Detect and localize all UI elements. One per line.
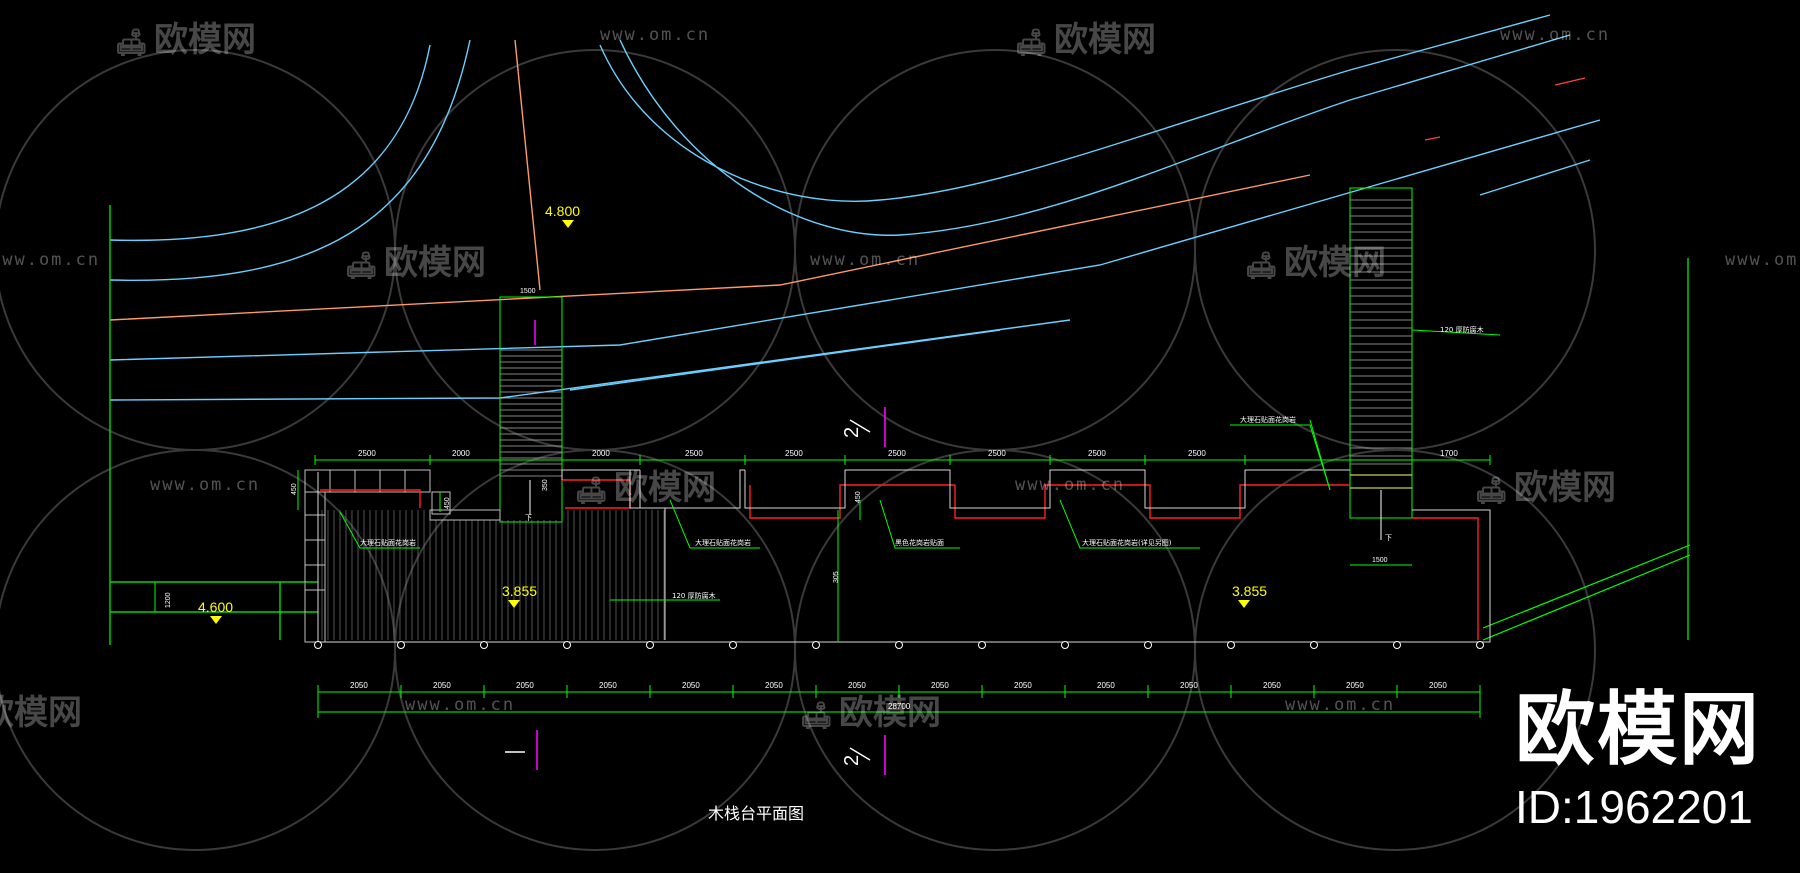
sofa-icon: 🛋 [575,476,609,506]
brand-id: ID:1962201 [1515,781,1753,833]
boundary-lines [109,205,1691,645]
material-notes: 大理石贴面花岗岩 120 厚防腐木 大理石贴面花岗岩 黑色花岗岩贴面 大理石贴面… [360,325,1484,600]
dim-text: 305 [833,571,840,583]
dim-text: 450 [855,491,862,503]
top-dims: 2500 2000 2000 2500 2500 2500 2500 2500 … [358,449,1458,458]
dim-text: 1500 [520,288,536,295]
level-markers [210,220,1250,624]
dim-text: 450 [291,483,298,495]
platform [304,469,1491,649]
watermark-logo-text: 欧模网 [0,693,82,733]
dim-text: 1200 [165,592,172,608]
dim-text: 2500 [988,449,1006,458]
note-text: 黑色花岗岩贴面 [895,538,944,547]
dim-text: 2050 [848,681,866,690]
level-label: 3.855 [502,583,537,599]
watermark-logo: 🛋欧模网 [345,235,486,284]
watermark-url: www.om.cn [600,25,711,45]
level-label: 4.600 [198,599,233,615]
sofa-icon: 🛋 [1245,251,1279,281]
drawing-title: 木栈台平面图 [708,804,805,823]
brand-block: 欧模网 ID:1962201 [1515,690,1761,834]
watermark-url: www.om.cn [405,695,516,715]
dim-text: 2050 [931,681,949,690]
section-markers [536,407,886,775]
dim-text: 2000 [592,449,610,458]
note-text: 120 厚防腐木 [1440,325,1484,334]
bottom-dims: 2050 2050 2050 2050 2050 2050 2050 2050 … [350,681,1447,711]
dim-text: 2050 [433,681,451,690]
dim-text: 2050 [516,681,534,690]
watermark-logo-text: 欧模网 [154,20,257,60]
note-text: 120 厚防腐木 [672,591,716,600]
dim-text: 2500 [785,449,803,458]
watermark-url: www.om.cn [1015,475,1126,495]
brand-name: 欧模网 [1515,683,1761,776]
small-dims: 1500 1500 450 450 450 350 305 1200 [165,288,1388,608]
dim-text: 2500 [888,449,906,458]
watermark-logo-text: 欧模网 [1284,243,1387,283]
sofa-icon: 🛋 [115,28,149,58]
dim-text: 2050 [599,681,617,690]
dim-text: 2500 [1088,449,1106,458]
level-label: 3.855 [1232,583,1267,599]
sofa-icon: 🛋 [800,701,834,731]
watermark-logo: 🛋欧模网 [115,12,256,61]
section-mark-bars [505,419,871,761]
watermark-url: www.om.cn [1725,250,1800,270]
dim-text: 2050 [1014,681,1032,690]
dim-text: 2050 [682,681,700,690]
dim-text: 2050 [350,681,368,690]
watermark-circles [0,49,1596,851]
dim-text: 2500 [358,449,376,458]
watermark-url: www.om.cn [810,250,921,270]
watermark-logo-text: 欧模网 [1514,468,1617,508]
dim-text: 350 [542,479,549,491]
dim-text: 2050 [1263,681,1281,690]
watermark-url: www.om.cn [150,475,261,495]
watermark-url: www.om.cn [1285,695,1396,715]
section-mark-label: 2 [841,755,863,766]
dim-text: 1700 [1440,449,1458,458]
note-text: 大理石贴面花岗岩 [695,538,751,547]
stair-right [1349,187,1413,540]
watermark-logo: 🛋欧模网 [800,685,941,734]
stair-left [499,296,563,523]
watermark-logo: 欧模网 [0,685,82,734]
dim-text: 2050 [1346,681,1364,690]
sofa-icon: 🛋 [345,251,379,281]
dim-text: 2500 [685,449,703,458]
watermark-url: www.om.cn [1500,25,1611,45]
road-lines [109,14,1601,401]
dim-text: 2050 [1429,681,1447,690]
section-mark-label: 2 [841,427,863,438]
dim-text: 1500 [1372,557,1388,564]
dim-text: 2000 [452,449,470,458]
stair-down-label: 下 [1385,534,1392,542]
dim-text: 2050 [1180,681,1198,690]
dim-text: 2050 [1097,681,1115,690]
watermark-logo: 🛋欧模网 [1245,235,1386,284]
note-text: 大理石贴面花岗岩(详见另图) [1082,538,1172,547]
watermark-logo-text: 欧模网 [1054,20,1157,60]
stair-down-label: 下 [525,514,532,522]
dimension-lines [154,296,1501,718]
dim-text: 450 [444,497,451,509]
sofa-icon: 🛋 [1475,476,1509,506]
watermark-logo-text: 欧模网 [384,243,487,283]
note-text: 大理石贴面花岗岩 [360,538,416,547]
watermark-logo-text: 欧模网 [839,693,942,733]
watermark-logo: 🛋欧模网 [1015,12,1156,61]
watermark-logo: 🛋欧模网 [575,460,716,509]
dim-text: 2050 [765,681,783,690]
dim-total: 28700 [888,702,911,711]
sofa-icon: 🛋 [1015,28,1049,58]
dim-text: 2500 [1188,449,1206,458]
note-text: 大理石贴面花岗岩 [1240,415,1296,424]
watermark-url: www.om.cn [0,250,101,270]
watermark-logo: 🛋欧模网 [1475,460,1616,509]
watermark-logo-text: 欧模网 [614,468,717,508]
level-label: 4.800 [545,203,580,219]
